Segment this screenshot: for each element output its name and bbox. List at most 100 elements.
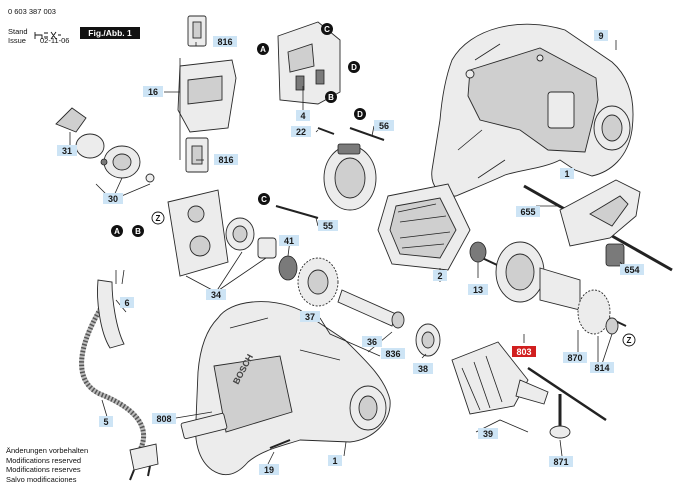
svg-text:Z: Z [156, 214, 161, 223]
part-tag-836: 836 [381, 348, 405, 359]
svg-text:30: 30 [108, 194, 118, 204]
part-tag-655: 655 [516, 206, 540, 217]
part-tag-38: 38 [413, 363, 433, 374]
svg-text:871: 871 [553, 457, 568, 467]
part-tag-30: 30 [103, 193, 123, 204]
callout-letters: A C D B D C A B Z Z [111, 23, 636, 347]
callout-d: D [354, 108, 366, 120]
spindle-drawing [337, 289, 405, 329]
callout-d: D [348, 61, 360, 73]
field-stator-drawing [377, 183, 471, 271]
part-tag-56: 56 [374, 120, 394, 131]
part-tag-816-mid: 816 [214, 154, 238, 165]
part-tag-39: 39 [478, 428, 498, 439]
part-tag-4: 4 [296, 110, 310, 121]
part-tag-1-bottom: 1 [328, 455, 342, 466]
rear-housing-drawing [431, 23, 634, 197]
issue-date: 02-11-06 [40, 36, 70, 45]
svg-text:1: 1 [564, 169, 569, 179]
cord-guard-drawing [97, 269, 125, 349]
part-tag-36: 36 [362, 336, 382, 347]
brush-56-drawing [349, 127, 385, 141]
svg-text:814: 814 [594, 363, 609, 373]
part-tag-19: 19 [259, 464, 279, 475]
armature-drawing [469, 241, 627, 335]
svg-text:A: A [114, 227, 120, 236]
svg-text:9: 9 [598, 31, 603, 41]
part-tag-654: 654 [620, 264, 644, 275]
note-line: Salvo modificaciones [6, 474, 77, 484]
svg-text:34: 34 [211, 290, 221, 300]
screw-22-drawing [317, 127, 335, 135]
callout-b: B [325, 91, 337, 103]
svg-text:31: 31 [62, 146, 72, 156]
front-housing-drawing: BOSCH [180, 301, 391, 476]
svg-text:B: B [328, 93, 334, 102]
note-line: Änderungen vorbehalten [6, 446, 89, 455]
cover-31-drawing [55, 107, 87, 133]
svg-text:Z: Z [627, 336, 632, 345]
callout-z: Z [622, 333, 636, 347]
svg-text:5: 5 [103, 417, 108, 427]
note-line: Modifications reserves [6, 465, 81, 474]
part-tag-816-top: 816 [213, 36, 237, 47]
side-handle-drawing [523, 179, 673, 272]
callout-b: B [132, 225, 144, 237]
gear-drawing [278, 255, 339, 307]
svg-text:16: 16 [148, 87, 158, 97]
callout-z: Z [151, 211, 165, 225]
part-tag-37: 37 [300, 311, 320, 322]
svg-text:C: C [261, 195, 267, 204]
svg-text:36: 36 [367, 337, 377, 347]
svg-text:56: 56 [379, 121, 389, 131]
svg-text:2: 2 [437, 271, 442, 281]
baffle-drawing [323, 143, 377, 211]
part-tag-22: 22 [291, 126, 311, 137]
part-tag-870: 870 [563, 352, 587, 363]
part-tag-871: 871 [549, 456, 573, 467]
screw-19-drawing [269, 439, 291, 449]
callout-a: A [111, 225, 123, 237]
part-tag-9: 9 [594, 30, 608, 41]
svg-text:654: 654 [624, 265, 639, 275]
callout-a: A [257, 43, 269, 55]
ring-38-drawing [415, 323, 441, 357]
svg-text:655: 655 [520, 207, 535, 217]
brush-holder-drawing [177, 15, 237, 173]
svg-text:19: 19 [264, 465, 274, 475]
svg-text:1: 1 [332, 456, 337, 466]
svg-text:22: 22 [296, 127, 306, 137]
svg-text:D: D [357, 110, 363, 119]
switch-drawing [277, 21, 341, 105]
callout-c: C [321, 23, 333, 35]
callout-c: C [258, 193, 270, 205]
svg-text:808: 808 [156, 414, 171, 424]
part-tag-808: 808 [152, 413, 176, 424]
part-tags: 816 16 816 4 22 56 31 30 55 41 34 6 2 13… [57, 30, 644, 475]
svg-text:B: B [135, 227, 141, 236]
part-tag-34: 34 [206, 289, 226, 300]
part-tag-6: 6 [120, 297, 134, 308]
svg-text:55: 55 [323, 221, 333, 231]
document-number: 0 603 387 003 [8, 7, 56, 16]
part-tag-814: 814 [590, 362, 614, 373]
part-tag-1-top: 1 [560, 168, 574, 179]
chuck-key-drawing [527, 366, 607, 439]
svg-text:D: D [351, 63, 357, 72]
power-cord-drawing [79, 298, 159, 481]
svg-text:4: 4 [300, 111, 305, 121]
part-tag-41: 41 [279, 235, 299, 246]
svg-text:803: 803 [516, 347, 531, 357]
chuck-drawing [451, 341, 549, 415]
part-tag-55: 55 [318, 220, 338, 231]
note-line: Modifications reserved [6, 455, 82, 465]
gear-30-drawing [75, 133, 155, 183]
brush-55-drawing [275, 205, 319, 219]
stand-mark-icon [34, 27, 62, 40]
part-tag-31: 31 [57, 145, 77, 156]
svg-text:38: 38 [418, 364, 428, 374]
part-tag-13: 13 [468, 284, 488, 295]
svg-text:39: 39 [483, 429, 493, 439]
svg-text:836: 836 [385, 349, 400, 359]
